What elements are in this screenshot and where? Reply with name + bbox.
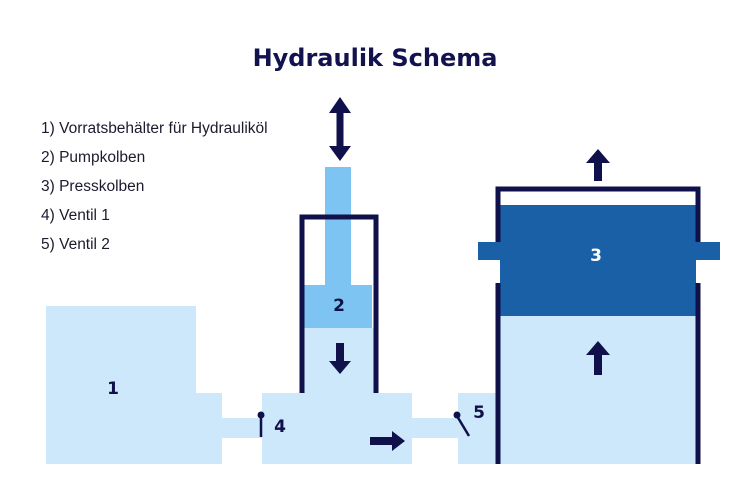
pipe-to-valve-1 [222,418,262,438]
label-reservoir: 1 [107,379,119,399]
valve-2-pivot [453,411,461,419]
press-wall-top [495,186,701,242]
press-cylinder-fluid [500,316,696,464]
label-valve-2: 5 [473,403,485,423]
press-piston-flange [478,242,720,260]
arrow-up-icon [586,149,610,181]
legend: 1) Vorratsbehälter für Hydrauliköl 2) Pu… [41,114,268,259]
diagram-title: Hydraulik Schema [252,44,498,72]
reservoir-tank [46,306,196,464]
cylinder-walls [299,186,701,464]
motion-arrows [329,97,610,451]
double-arrow-vertical-icon [329,97,351,161]
press-piston [500,205,696,316]
legend-item-valve-1: 4) Ventil 1 [41,207,110,224]
valve-2-flap [455,415,471,437]
arrow-right-icon [370,431,405,451]
hydraulic-fluid [46,306,696,464]
legend-item-press-piston: 3) Presskolben [41,178,145,195]
arrow-up-icon [586,341,610,375]
pump-chamber-right [376,393,412,464]
valve-1 [257,411,265,437]
label-pump-piston: 2 [333,296,345,316]
reservoir-outlet [196,393,222,464]
legend-item-pump-piston: 2) Pumpkolben [41,149,146,166]
pump-cylinder-wall [299,214,379,393]
pipe-to-valve-2 [412,418,458,438]
legend-item-valve-2: 5) Ventil 2 [41,236,110,253]
pump-piston-head [304,285,372,328]
label-valve-1: 4 [274,417,286,437]
valve-1-pivot [257,411,265,419]
valve-2 [453,411,471,437]
arrow-down-icon [329,343,351,374]
pump-chamber-left [262,393,300,464]
pump-piston-rod [325,167,351,285]
legend-item-reservoir: 1) Vorratsbehälter für Hydrauliköl [41,120,268,137]
label-press-piston: 3 [590,246,602,266]
